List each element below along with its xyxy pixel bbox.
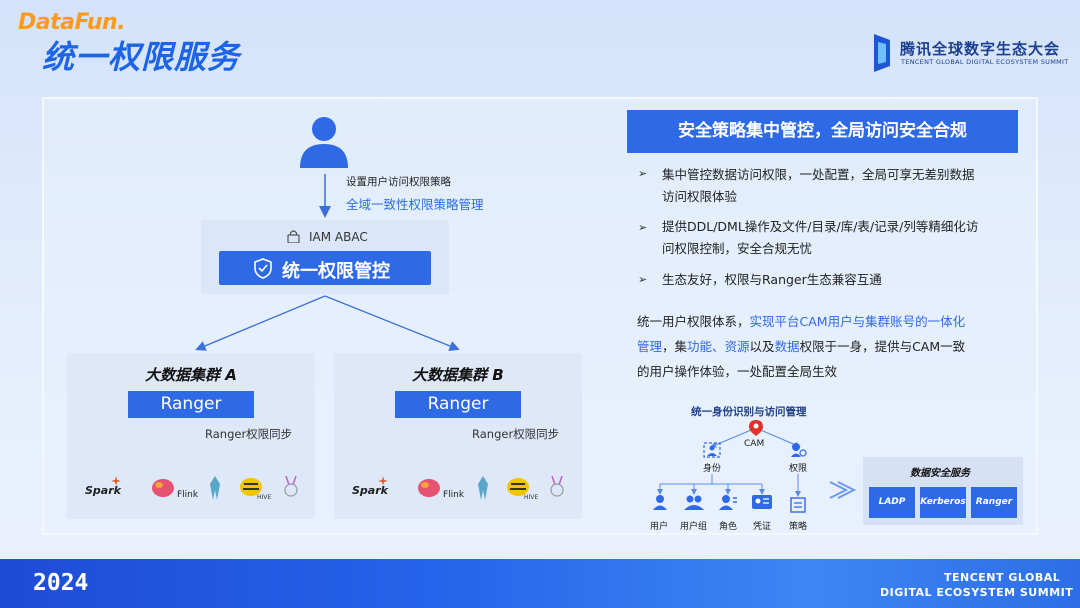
cam-pin-icon [749,420,763,436]
user-icon [653,495,667,510]
user-icon [300,117,348,168]
footer-summit-line1: TENCENT GLOBAL [944,571,1061,584]
flink-label: Flink [177,490,199,500]
spark-logo-icon: Spark [85,484,121,497]
unified-control-label: 统一权限管控 [282,261,390,282]
diagram-title: 统一身份识别与访问管理 [691,406,807,418]
permission-label: 权限 [789,464,808,474]
policy-label: 设置用户访问权限策略 [346,176,451,188]
component-logo-icon [478,476,488,500]
hive-label: HIVE [524,494,539,501]
leaf-credential-label: 凭证 [753,522,772,532]
tencent-summit-logo-icon [874,34,890,72]
leaf-usergroup-label: 用户组 [680,522,708,532]
security-item-kerberos: Kerberos [920,487,966,518]
bullet-arrow-icon: ➢ [638,273,648,286]
policy-subtitle: 全域一致性权限策略管理 [346,197,484,212]
footer-year: 2024 [33,570,89,596]
cluster-a-sync-label: Ranger权限同步 [205,427,293,441]
bullet-2: 提供DDL/DML操作及文件/目录/库/表/记录/列等精细化访问权限控制，安全合… [662,219,979,256]
hive-bee-icon [507,478,529,496]
page-title: 统一权限服务 [42,38,241,76]
security-services-title: 数据安全服务 [910,468,970,479]
flink-squirrel-icon [152,479,174,497]
security-item-ladp: LADP [869,487,915,518]
cluster-b-title: 大数据集群 B [412,366,504,384]
component-rabbit-icon [550,476,564,497]
leaf-role-label: 角色 [719,522,738,532]
headline-bar: 安全策略集中管控，全局访问安全合规 [627,110,1018,153]
identity-label: 身份 [703,464,722,474]
spark-star-icon [378,476,388,486]
spark-logo-icon: Spark [352,484,388,497]
hive-bee-icon [240,478,262,496]
bullet-3: 生态友好，权限与Ranger生态兼容互通 [662,272,882,287]
footer-bar [0,559,1080,608]
component-rabbit-icon [284,476,298,497]
summit-name-cn: 腾讯全球数字生态大会 [900,40,1061,58]
cam-label: CAM [744,439,765,449]
cluster-a-ranger: Ranger [128,391,254,418]
policy-node-label: 策略 [789,522,808,532]
user-group-icon [684,495,704,510]
bullet-1: 集中管控数据访问权限，一处配置，全局可享无差别数据访问权限体验 [662,167,975,204]
cluster-a-box [67,353,315,519]
cluster-b-ranger: Ranger [395,391,521,418]
summit-name-en: TENCENT GLOBAL DIGITAL ECOSYSTEM SUMMIT [901,58,1069,66]
cluster-a-title: 大数据集群 A [145,366,237,384]
permission-icon [791,443,807,457]
cluster-b-sync-label: Ranger权限同步 [472,427,560,441]
lock-icon [287,230,300,243]
leaf-user-label: 用户 [650,522,669,532]
description-paragraph: 统一用户权限体系，实现平台CAM用户与集群账号的一体化 管理，集功能、资源以及数… [637,314,966,379]
security-item-ranger: Ranger [971,487,1017,518]
credential-icon [752,495,772,509]
iam-abac-label: IAM ABAC [309,230,368,244]
policy-icon [790,497,806,513]
datafun-logo: DataFun. [18,10,126,35]
cluster-b-box [334,353,582,519]
hive-label: HIVE [257,494,272,501]
component-logo-icon [210,476,220,500]
flink-label: Flink [443,490,465,500]
footer-summit-line2: DIGITAL ECOSYSTEM SUMMIT [880,586,1074,599]
identity-icon [703,442,721,458]
spark-star-icon [111,476,121,486]
flink-squirrel-icon [418,479,440,497]
shield-icon [254,258,272,279]
role-icon [719,495,737,510]
bullet-arrow-icon: ➢ [638,221,648,234]
bullet-arrow-icon: ➢ [638,167,648,180]
